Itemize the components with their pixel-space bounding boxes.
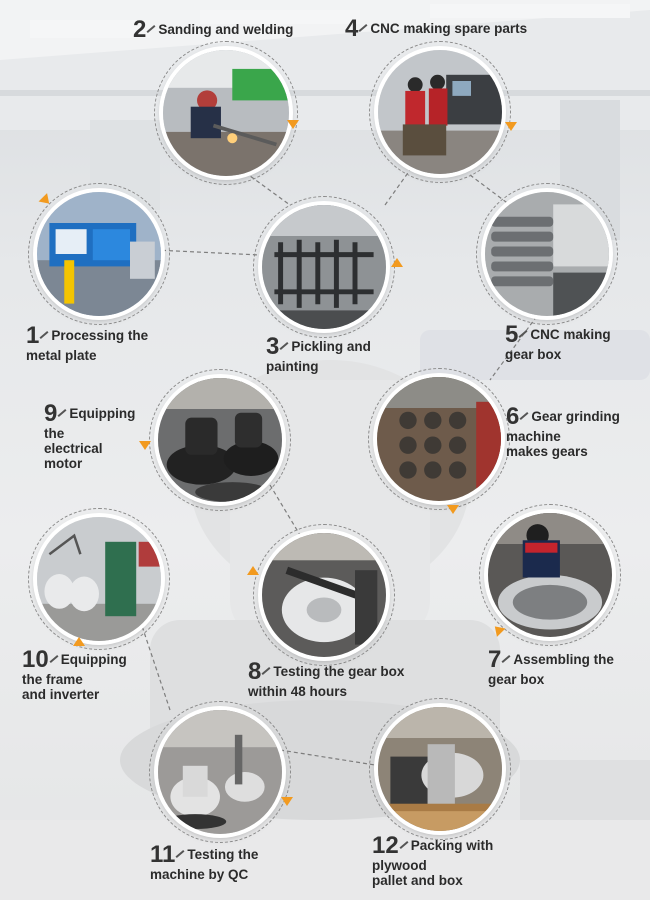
step-4-arrow-icon — [505, 122, 517, 131]
step-3-text: Pickling and painting — [266, 339, 371, 374]
step-5-text: CNC making gear box — [505, 327, 611, 362]
step-7-number: 7 — [488, 646, 502, 673]
step-2-photo — [163, 50, 289, 176]
step-12-text: Packing with plywood pallet and box — [372, 838, 494, 888]
step-10-photo — [37, 517, 161, 641]
step-6-photo — [377, 377, 501, 501]
step-2-arrow-icon — [287, 120, 299, 129]
step-3-photo — [262, 205, 386, 329]
step-2-text: Sanding and welding — [158, 22, 294, 37]
step-2-label: 2 Sanding and welding — [133, 18, 293, 42]
step-6-arrow-icon — [447, 505, 459, 514]
step-9-arrow-icon — [139, 441, 151, 450]
step-6-number: 6 — [506, 403, 520, 430]
step-6-text: Gear grinding machine makes gears — [506, 409, 620, 459]
step-8-arrow-icon — [247, 566, 259, 575]
step-7-text: Assembling the gear box — [488, 652, 614, 687]
step-8-text: Testing the gear box within 48 hours — [248, 664, 405, 699]
step-9-photo — [158, 378, 282, 502]
step-3-arrow-icon — [391, 258, 403, 267]
step-11-number: 11 — [150, 841, 176, 868]
step-8-number: 8 — [248, 658, 262, 685]
step-1-photo — [37, 192, 161, 316]
step-11-photo — [158, 710, 282, 834]
step-12-number: 12 — [372, 832, 399, 859]
step-3-number: 3 — [266, 333, 280, 360]
step-9-number: 9 — [44, 400, 58, 427]
step-5-number: 5 — [505, 321, 519, 348]
step-1-number: 1 — [26, 322, 40, 349]
step-10-arrow-icon — [73, 637, 85, 646]
step-4-number: 4 — [345, 15, 359, 42]
step-2-number: 2 — [133, 16, 147, 43]
step-5-photo — [485, 192, 609, 316]
step-4-text: CNC making spare parts — [370, 21, 528, 36]
step-4-photo — [378, 50, 502, 174]
step-10-text: Equipping the frame and inverter — [22, 652, 127, 702]
step-4-label: 4 CNC making spare parts — [345, 17, 527, 41]
step-7-photo — [488, 513, 612, 637]
step-11-arrow-icon — [281, 797, 293, 806]
step-1-text: Processing the metal plate — [26, 328, 149, 363]
step-9-text: Equipping the electrical motor — [44, 406, 136, 471]
step-10-number: 10 — [22, 646, 49, 673]
step-12-photo — [378, 707, 502, 831]
step-11-text: Testing the machine by QC — [150, 847, 259, 882]
step-8-photo — [262, 533, 386, 657]
